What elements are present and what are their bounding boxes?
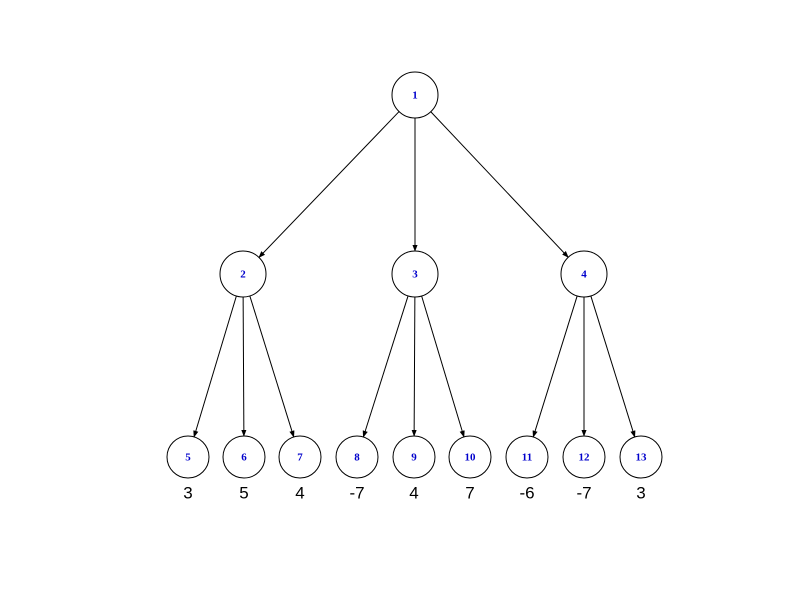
tree-node-11[interactable]: 11 xyxy=(505,435,549,479)
node-circle xyxy=(562,435,606,479)
tree-node-7[interactable]: 7 xyxy=(278,435,322,479)
tree-edge xyxy=(193,295,237,438)
edges-layer xyxy=(193,111,636,438)
tree-node-2[interactable]: 2 xyxy=(219,250,267,298)
tree-edge xyxy=(421,295,465,438)
node-label: 9 xyxy=(411,452,417,464)
leaf-value-n6: 5 xyxy=(239,484,248,503)
tree-edge xyxy=(249,295,295,438)
leaf-value-n12: -7 xyxy=(576,484,591,503)
tree-edge xyxy=(411,296,417,437)
tree-node-6[interactable]: 6 xyxy=(222,435,266,479)
node-label: 10 xyxy=(465,452,477,464)
node-label: 12 xyxy=(579,452,591,464)
leaf-value-n13: 3 xyxy=(636,484,645,503)
tree-node-8[interactable]: 8 xyxy=(335,435,379,479)
tree-edge xyxy=(362,295,409,438)
tree-node-10[interactable]: 10 xyxy=(448,435,492,479)
node-circle xyxy=(391,250,439,298)
tree-edge xyxy=(241,296,247,437)
node-label: 11 xyxy=(522,452,532,464)
tree-node-3[interactable]: 3 xyxy=(391,250,439,298)
node-label: 8 xyxy=(354,452,360,464)
tree-node-4[interactable]: 4 xyxy=(560,250,608,298)
tree-node-9[interactable]: 9 xyxy=(392,435,436,479)
node-label: 1 xyxy=(412,90,418,102)
tree-node-13[interactable]: 13 xyxy=(619,435,663,479)
node-circle xyxy=(392,435,436,479)
leaf-value-n7: 4 xyxy=(295,484,304,503)
tree-edge xyxy=(258,111,400,258)
node-circle xyxy=(391,71,439,119)
node-label: 4 xyxy=(581,269,587,281)
node-label: 13 xyxy=(636,452,648,464)
node-circle xyxy=(222,435,266,479)
leaf-value-n5: 3 xyxy=(183,484,192,503)
node-circle xyxy=(560,250,608,298)
leaf-values-layer: 3 5 4 -7 4 7 -6 -7 3 xyxy=(183,484,645,503)
tree-node-12[interactable]: 12 xyxy=(562,435,606,479)
node-label: 5 xyxy=(185,452,191,464)
leaf-value-n11: -6 xyxy=(519,484,534,503)
node-circle xyxy=(166,435,210,479)
node-circle xyxy=(619,435,663,479)
leaf-value-n10: 7 xyxy=(465,484,474,503)
node-circle xyxy=(448,435,492,479)
tree-node-5[interactable]: 5 xyxy=(166,435,210,479)
leaf-value-n8: -7 xyxy=(349,484,364,503)
node-circle xyxy=(335,435,379,479)
tree-edge xyxy=(590,295,636,438)
tree-edge xyxy=(430,111,569,258)
node-label: 2 xyxy=(240,269,246,281)
leaf-value-n9: 4 xyxy=(409,484,418,503)
tree-edge xyxy=(532,295,578,438)
node-label: 6 xyxy=(241,452,247,464)
node-circle xyxy=(219,250,267,298)
node-label: 7 xyxy=(297,452,303,464)
node-label: 3 xyxy=(412,269,418,281)
node-circle xyxy=(505,435,549,479)
tree-node-1[interactable]: 1 xyxy=(391,71,439,119)
node-circle xyxy=(278,435,322,479)
